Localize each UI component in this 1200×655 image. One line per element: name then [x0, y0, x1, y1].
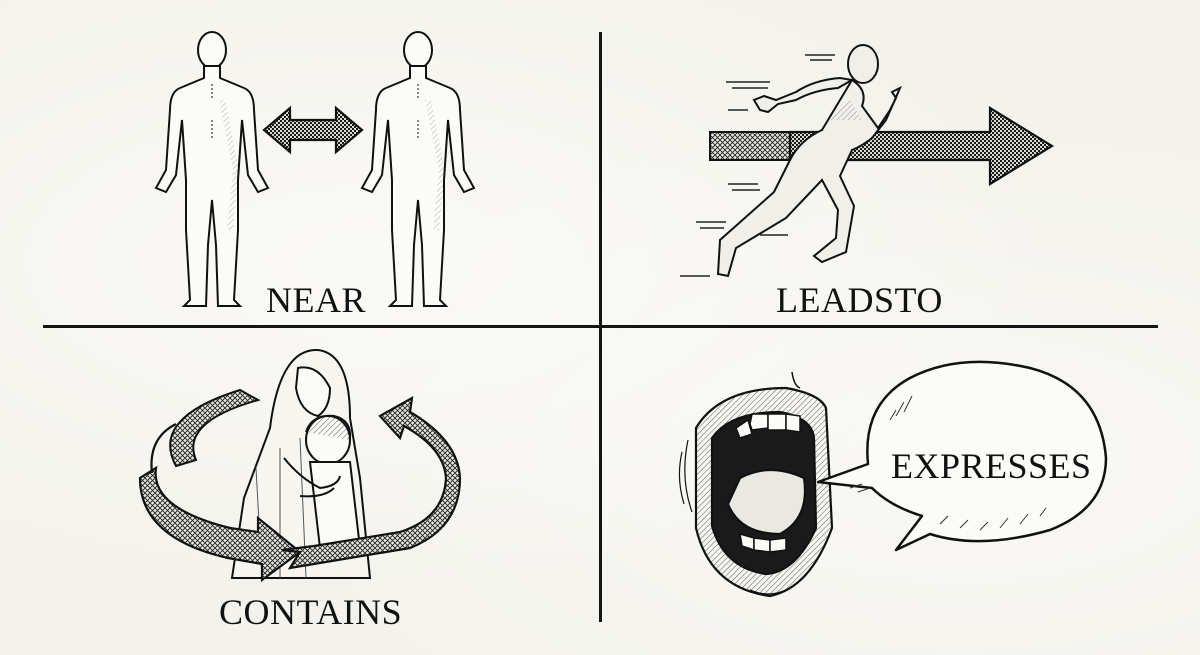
circular-arrow-back — [169, 388, 261, 468]
left-human-figure-icon — [154, 31, 270, 307]
right-human-figure-icon — [360, 31, 476, 307]
child-figure-icon — [283, 414, 362, 549]
label-near: NEAR — [266, 280, 366, 320]
quadrant-near: NEAR — [0, 0, 600, 325]
vertical-divider — [599, 32, 602, 622]
label-expresses: EXPRESSES — [891, 446, 1092, 486]
speech-bubble-icon — [816, 360, 1108, 552]
label-leadsto: LEADSTO — [776, 280, 943, 320]
running-man-illustration — [680, 44, 1055, 278]
circular-arrow-icon — [138, 395, 462, 583]
mother-child-illustration — [138, 348, 462, 583]
speed-lines-icon — [680, 54, 835, 277]
open-mouth-icon — [678, 371, 834, 598]
running-man-figure-icon — [716, 44, 902, 278]
mouth-speech-illustration — [678, 360, 1108, 598]
quadrant-expresses: EXPRESSES — [600, 328, 1200, 655]
quadrant-leadsto: LEADSTO — [600, 0, 1200, 325]
label-contains: CONTAINS — [219, 592, 403, 632]
quadrant-contains: CONTAINS — [0, 328, 600, 655]
right-arrow-icon — [709, 106, 1055, 186]
human-figures-illustration — [154, 31, 476, 307]
double-arrow-icon — [262, 105, 364, 155]
